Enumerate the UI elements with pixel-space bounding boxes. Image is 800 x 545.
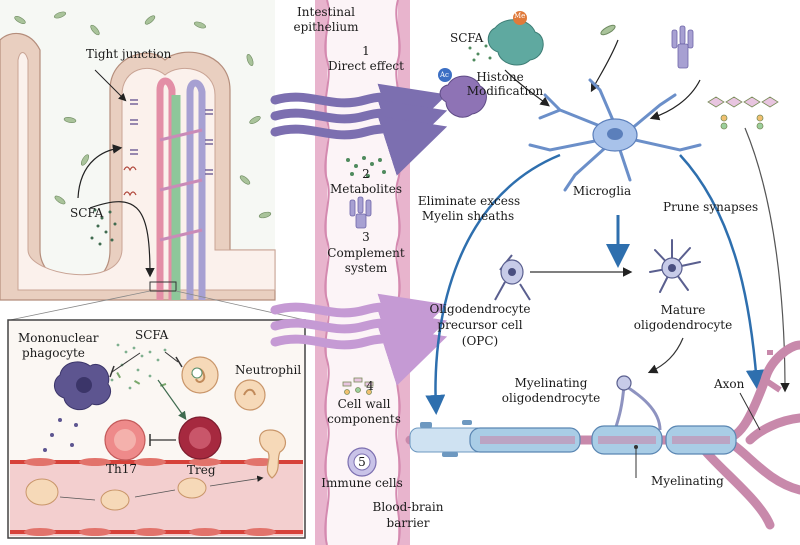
mature-label-line1: Mature — [660, 303, 706, 317]
item-3-number: 3 — [362, 230, 370, 244]
barrier-column — [315, 0, 410, 545]
item-1-label: Direct effect — [328, 59, 404, 73]
th17-label: Th17 — [106, 462, 138, 476]
myelinating-oligo-label-line1: Myelinating — [514, 376, 588, 390]
inset-scfa-label: SCFA — [135, 328, 169, 342]
immune-inset — [7, 319, 306, 539]
microglia-cell — [528, 78, 702, 192]
gut-scfa-label: SCFA — [70, 206, 104, 220]
me-badge: Me — [514, 12, 526, 20]
phagocyte-label: phagocyte — [22, 346, 85, 360]
item-4-label-line1: Cell wall — [337, 397, 391, 411]
mononuclear-label: Mononuclear — [18, 331, 99, 345]
opc-label-line2: precursor cell — [437, 318, 523, 332]
neutrophil-label: Neutrophil — [235, 363, 302, 377]
histone-label: Histone — [476, 70, 524, 84]
item-4-label-line2: components — [327, 412, 401, 426]
intestinal-villus — [0, 0, 306, 321]
ac-badge: Ac — [440, 71, 449, 79]
myelinating-label: Myelinating — [651, 474, 724, 488]
eliminate-label-line2: Myelin sheaths — [421, 209, 515, 223]
opc-label-line1: Oligodendrocyte — [429, 302, 531, 316]
brain-panel — [405, 11, 800, 530]
mature-label-line2: oligodendrocyte — [633, 318, 733, 332]
item-2-number: 2 — [362, 167, 370, 181]
bbb-label-line2: barrier — [386, 516, 430, 530]
treg-label: Treg — [187, 463, 216, 477]
item-1-number: 1 — [362, 44, 370, 58]
epithelium-label: epithelium — [293, 20, 359, 34]
item-3-label-line2: system — [344, 261, 388, 275]
item-5-number: 5 — [358, 455, 366, 469]
opc-label-line3: (OPC) — [461, 334, 499, 348]
item-4-number: 4 — [366, 379, 374, 393]
intestinal-label: Intestinal — [297, 5, 355, 19]
item-5-label: Immune cells — [321, 476, 403, 490]
item-3-label-line1: Complement — [327, 246, 405, 260]
modification-label: Modification — [466, 84, 544, 98]
tight-junction-label-1: Tight junction — [86, 47, 172, 61]
prune-synapses-label: Prune synapses — [663, 200, 759, 214]
bbb-label-line1: Blood-brain — [372, 500, 444, 514]
item-2-label: Metabolites — [329, 182, 403, 196]
signal-arrows — [270, 83, 448, 386]
myelinating-oligo-label-line2: oligodendrocyte — [501, 391, 601, 405]
brain-scfa-label: SCFA — [450, 31, 484, 45]
microglia-label: Microglia — [572, 184, 632, 198]
axon-label: Axon — [714, 377, 745, 391]
eliminate-label-line1: Eliminate excess — [417, 194, 521, 208]
